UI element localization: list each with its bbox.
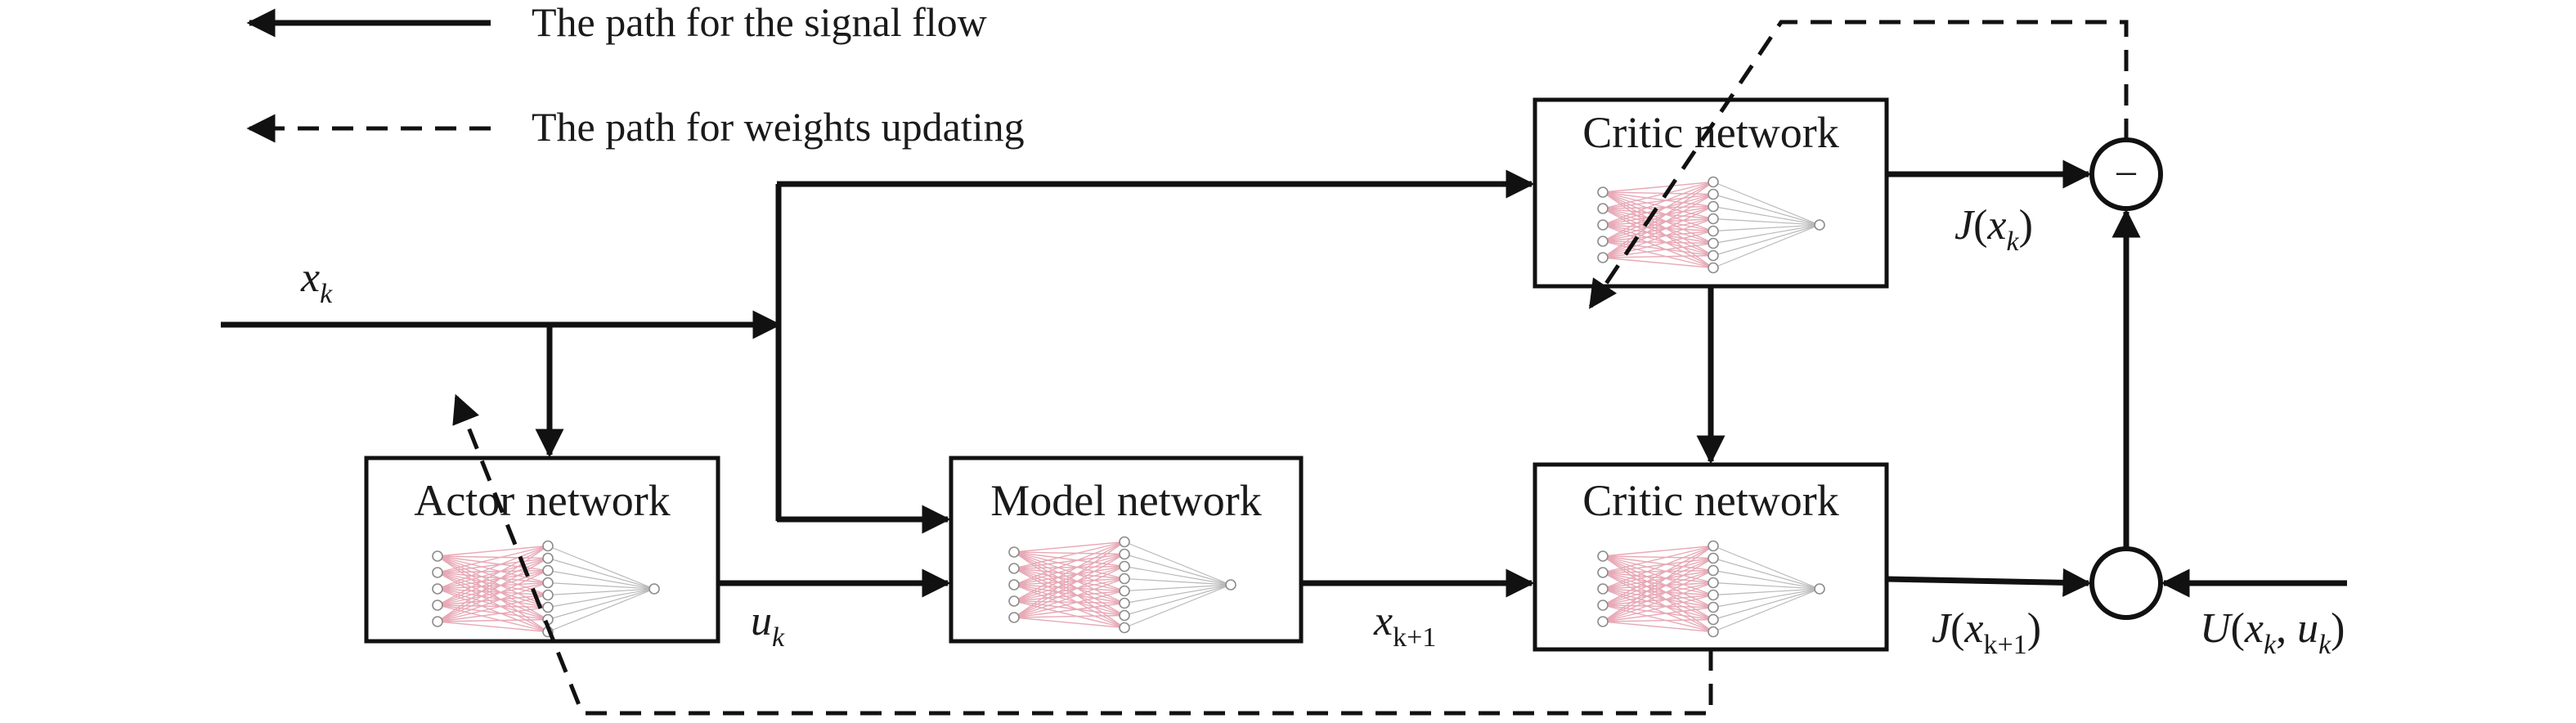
weight-update-paths <box>452 20 2129 716</box>
critic-network-bottom-title: Critic network <box>1582 476 1838 525</box>
model-network-title: Model network <box>990 476 1261 525</box>
actor-neural-net-icon <box>432 540 660 638</box>
actor-network-box: Actor network <box>364 456 720 644</box>
legend-solid-label: The path for the signal flow <box>532 0 987 45</box>
J-xk1-label: J(xk+1) <box>1932 605 2041 660</box>
critic-network-bottom-box: Critic network <box>1533 462 1889 652</box>
minus-sign: − <box>2114 151 2138 198</box>
critic-network-top-box: Critic network <box>1533 97 1889 289</box>
actor-network-title: Actor network <box>414 476 670 525</box>
legend: The path for the signal flow The path fo… <box>246 0 1025 150</box>
xk1-label: xk+1 <box>1373 598 1436 653</box>
uk-label: uk <box>751 598 785 653</box>
critic-network-top-title: Critic network <box>1582 108 1838 157</box>
critic-bottom-neural-net-icon <box>1597 540 1825 638</box>
actor-update-dashed-path <box>452 393 1713 716</box>
model-network-box: Model network <box>949 456 1304 644</box>
legend-dashed-label: The path for weights updating <box>532 104 1025 150</box>
J-xk-label: J(xk) <box>1954 202 2033 257</box>
critic-top-neural-net-icon <box>1597 176 1825 274</box>
critic-bottom-to-sum-arrow <box>1886 568 2092 597</box>
utility-label: U(xk, uk) <box>2200 605 2345 660</box>
sum-junction <box>2089 546 2163 620</box>
xk-label: xk <box>300 254 333 309</box>
critic-update-dashed-path <box>1588 20 2129 309</box>
model-neural-net-icon <box>1008 536 1236 634</box>
signal-paths <box>221 159 2347 598</box>
